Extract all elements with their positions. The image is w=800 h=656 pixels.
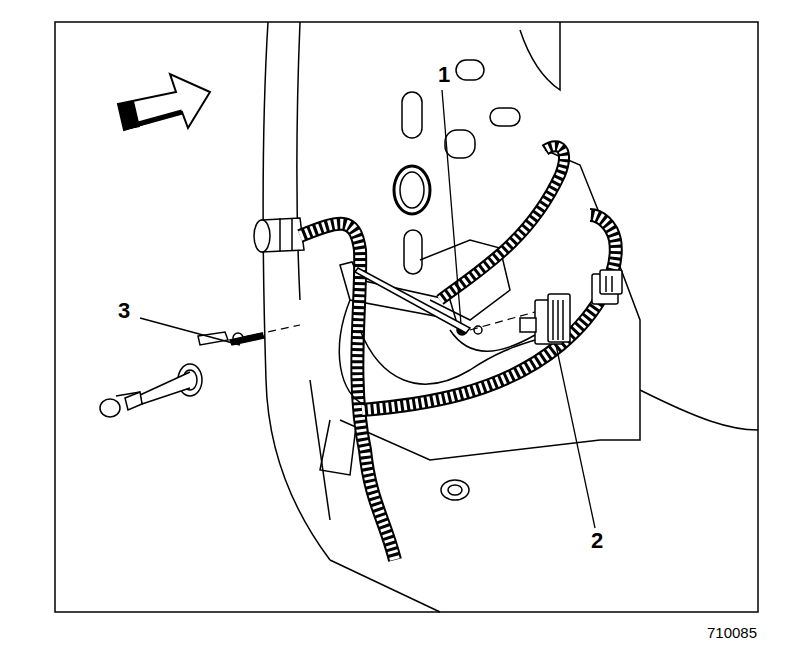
- alignment-line: [470, 312, 535, 330]
- callout-number: 2: [589, 530, 605, 552]
- ground-stud: [355, 268, 482, 335]
- harness-connector: [520, 294, 570, 344]
- grommet: [254, 218, 304, 252]
- wire-harness: [300, 146, 616, 560]
- leader-line: [140, 90, 595, 528]
- mating-connector: [592, 270, 622, 304]
- figure-frame: [55, 22, 758, 612]
- direction-arrow: [118, 74, 210, 130]
- callout-number: 1: [436, 64, 452, 86]
- callout-number: 3: [116, 300, 132, 322]
- body-pillar: [263, 22, 758, 612]
- figure-number: 710085: [705, 625, 759, 640]
